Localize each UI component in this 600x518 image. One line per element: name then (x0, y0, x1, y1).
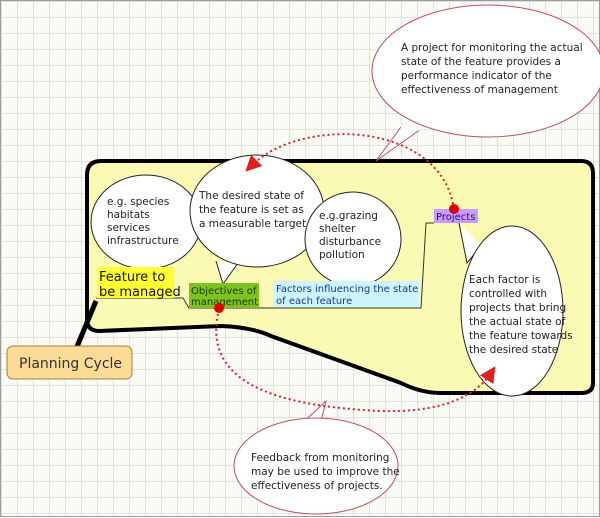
diagram-text: be managed (99, 285, 181, 300)
diagram-text: infrastructure (107, 235, 179, 247)
diagram-text: a measurable target (199, 218, 306, 230)
diagram-text: management (191, 297, 258, 308)
diagram-text: the desired state (469, 344, 558, 356)
diagram-text: services (107, 222, 150, 234)
diagram-text: effectiveness of projects. (251, 480, 383, 492)
diagram-text: disturbance (319, 236, 381, 248)
diagram-text: Factors influencing the state (276, 284, 418, 295)
diagram-text: Objectives of (191, 286, 257, 297)
diagram-text: Feedback from monitoring may be used to i… (251, 452, 400, 492)
diagram-text: Feature to (99, 270, 165, 285)
root-node-planning-cycle[interactable]: Planning Cycle (6, 345, 133, 380)
diagram-text: Projects (436, 212, 475, 223)
feedback-relationship-arrow (215, 308, 496, 413)
diagram-text: habitats (107, 209, 150, 221)
diagram-text: The desired state of the feature is set a… (198, 190, 306, 230)
diagram-text: of each feature (276, 296, 352, 307)
diagram-text: the feature towards (469, 330, 573, 342)
diagram-text: the feature is set as (199, 204, 304, 216)
diagram-text: Each factor is controlled with projects th… (469, 274, 573, 356)
diagram-text: effectiveness of management (401, 84, 558, 96)
diagram-text: The desired state of (198, 190, 304, 202)
diagram-text: A project for monitoring the actual state… (401, 42, 583, 96)
diagram-text: A project for monitoring the actual (401, 42, 583, 54)
diagram-text: pollution (319, 249, 365, 261)
diagram-text: projects that bring (469, 302, 566, 314)
relationship-handle[interactable] (449, 204, 459, 214)
diagram-text: the actual state of (469, 316, 566, 328)
diagram-text: state of the feature provides a (401, 56, 561, 68)
node-projects[interactable]: Projects (434, 209, 478, 223)
diagram-text: e.g.grazing (319, 210, 378, 222)
diagram-text: shelter (319, 223, 356, 235)
callout-monitoring: A project for monitoring the actual state… (371, 4, 600, 162)
diagram-text: may be used to improve the (251, 466, 400, 478)
relationship-handle[interactable] (214, 303, 224, 313)
diagram-text: performance indicator of the (401, 70, 552, 82)
callout-feedback: Feedback from monitoring may be used to i… (233, 399, 400, 515)
root-connector (73, 300, 99, 350)
diagram-text: Feedback from monitoring (251, 452, 389, 464)
diagram-text: e.g. species (107, 196, 169, 208)
diagram-text: Planning Cycle (19, 356, 122, 372)
diagram-text: controlled with (469, 288, 547, 300)
diagram-text: Each factor is (469, 274, 540, 286)
callout-each-factor: Each factor is controlled with projects th… (458, 222, 573, 397)
